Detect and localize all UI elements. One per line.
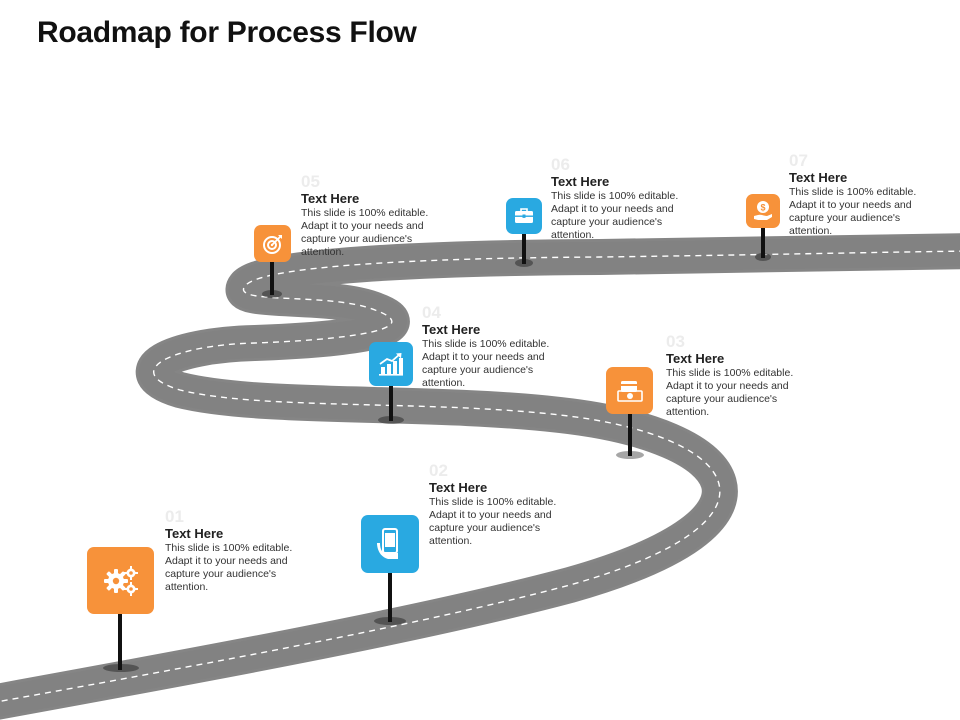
- step-number: 05: [301, 172, 320, 191]
- step-heading: Text Here: [789, 170, 848, 185]
- step-heading: Text Here: [301, 191, 360, 206]
- step-heading: Text Here: [165, 526, 224, 541]
- money-icon: [616, 380, 643, 402]
- step-03-sign[interactable]: [606, 367, 653, 414]
- page-title: Roadmap for Process Flow: [37, 16, 417, 49]
- step-01-text: 01 Text Here This slide is 100% editable…: [165, 507, 315, 594]
- step-02-sign[interactable]: [361, 515, 419, 573]
- step-number: 01: [165, 507, 184, 526]
- step-01-sign[interactable]: [87, 547, 154, 614]
- target-icon: [262, 234, 282, 254]
- step-07-sign[interactable]: $: [746, 194, 780, 228]
- step-description: This slide is 100% editable. Adapt it to…: [666, 367, 794, 418]
- step-04-text: 04 Text Here This slide is 100% editable…: [422, 303, 572, 390]
- signpost-pole: [270, 261, 274, 295]
- step-description: This slide is 100% editable. Adapt it to…: [429, 496, 557, 547]
- step-description: This slide is 100% editable. Adapt it to…: [422, 338, 550, 389]
- step-number: 06: [551, 155, 570, 174]
- step-description: This slide is 100% editable. Adapt it to…: [551, 190, 679, 241]
- step-05-text: 05 Text Here This slide is 100% editable…: [301, 172, 451, 259]
- step-06-sign[interactable]: [506, 198, 542, 234]
- step-02-text: 02 Text Here This slide is 100% editable…: [429, 461, 579, 548]
- signpost-pole: [522, 231, 526, 264]
- step-heading: Text Here: [551, 174, 610, 189]
- step-04-sign[interactable]: [369, 342, 413, 386]
- signpost-pole: [628, 410, 632, 456]
- step-description: This slide is 100% editable. Adapt it to…: [165, 542, 293, 593]
- gears-icon: [103, 565, 138, 596]
- step-03-text: 03 Text Here This slide is 100% editable…: [666, 332, 816, 419]
- step-number: 04: [422, 303, 441, 322]
- signpost-pole: [761, 226, 765, 258]
- mobile-hand-icon: [377, 528, 398, 559]
- dollar-hand-icon: $: [754, 201, 772, 220]
- step-number: 07: [789, 151, 808, 170]
- signpost-pole: [389, 383, 393, 421]
- step-description: This slide is 100% editable. Adapt it to…: [789, 186, 917, 237]
- step-06-text: 06 Text Here This slide is 100% editable…: [551, 155, 701, 242]
- growth-chart-icon: [379, 353, 403, 376]
- step-number: 02: [429, 461, 448, 480]
- signpost-pole: [118, 610, 122, 670]
- svg-text:$: $: [760, 203, 765, 213]
- step-heading: Text Here: [429, 480, 488, 495]
- step-heading: Text Here: [666, 351, 725, 366]
- step-number: 03: [666, 332, 685, 351]
- step-description: This slide is 100% editable. Adapt it to…: [301, 207, 429, 258]
- signpost-pole: [388, 570, 392, 622]
- step-heading: Text Here: [422, 322, 481, 337]
- step-07-text: 07 Text Here This slide is 100% editable…: [789, 151, 939, 238]
- briefcase-icon: [515, 208, 533, 223]
- step-05-sign[interactable]: [254, 225, 291, 262]
